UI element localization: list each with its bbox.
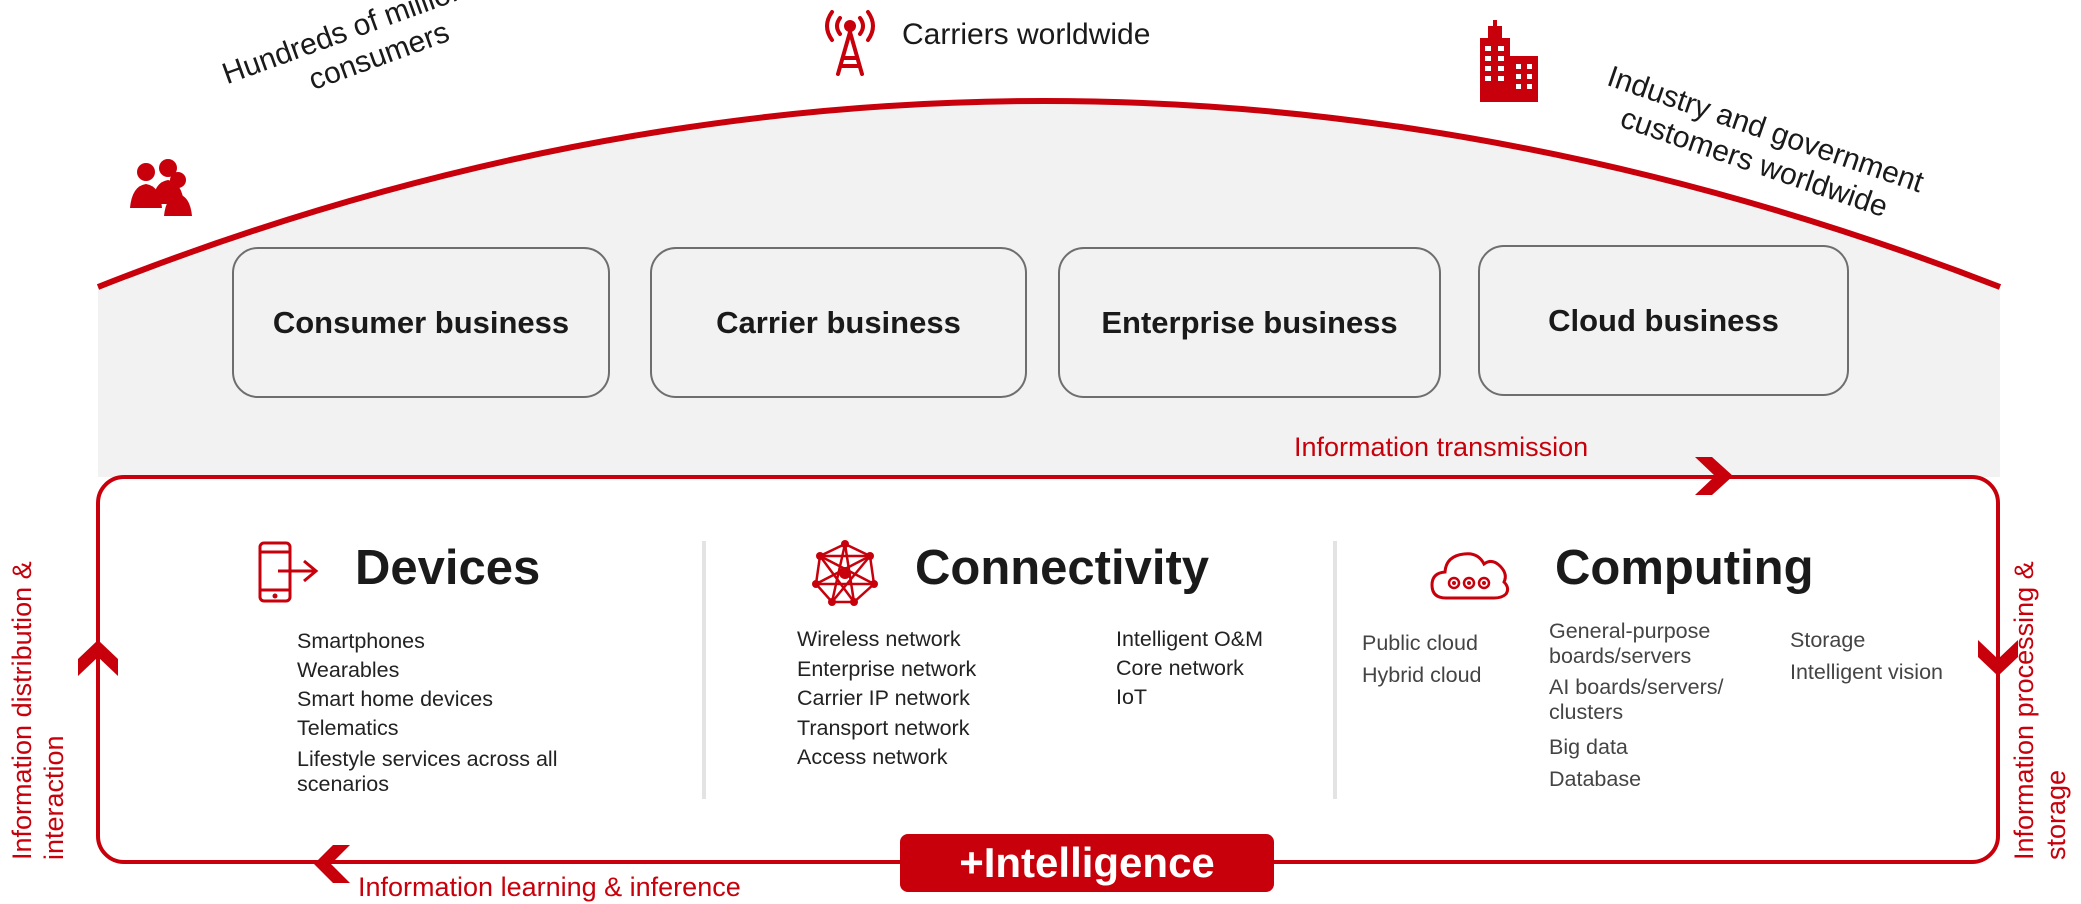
list-item: Smart home devices <box>297 687 493 711</box>
list-item: AI boards/servers/ clusters <box>1549 675 1724 724</box>
list-item: IoT <box>1116 685 1148 709</box>
cloud-icon <box>1430 552 1510 600</box>
left-arrow-chevron <box>78 640 118 676</box>
consumer-business-box: Consumer business <box>232 247 610 398</box>
computing-title: Computing <box>1555 541 1814 595</box>
list-item: Public cloud <box>1362 631 1478 655</box>
cloud-business-box: Cloud business <box>1478 245 1849 396</box>
list-item: Hybrid cloud <box>1362 663 1482 687</box>
top-arrow-chevron <box>1695 457 1733 495</box>
dome-arc <box>96 98 2002 290</box>
computing-list-col2: General-purpose boards/servers AI boards… <box>1549 619 1723 795</box>
list-item: Carrier IP network <box>797 686 970 710</box>
information-distribution-label: Information distribution & interaction <box>7 561 69 860</box>
phone-arrow-icon <box>258 541 319 603</box>
list-item: Telematics <box>297 716 399 740</box>
list-item: Storage <box>1790 628 1866 652</box>
network-mesh-icon <box>812 540 878 606</box>
list-item: Lifestyle services across all scenarios <box>297 747 558 796</box>
devices-title: Devices <box>355 541 541 595</box>
list-item: Enterprise network <box>797 656 977 681</box>
list-item: Intelligent vision <box>1790 660 1943 684</box>
carrier-business-box: Carrier business <box>650 247 1027 398</box>
list-item: Transport network <box>797 715 970 740</box>
list-item: Big data <box>1549 735 1628 759</box>
information-transmission-label: Information transmission <box>1294 432 1589 462</box>
information-processing-label: Information processing & storage <box>2009 561 2071 860</box>
buildings-icon <box>1480 20 1538 102</box>
intelligence-banner: +Intelligence <box>900 834 1274 892</box>
list-item: Wearables <box>297 658 400 682</box>
connectivity-list-col2: Intelligent O&M Core network IoT <box>1116 625 1263 712</box>
section-divider <box>702 541 706 799</box>
list-item: Smartphones <box>297 629 425 653</box>
bottom-arrow-chevron <box>314 845 350 883</box>
computing-list-col3: Storage Intelligent vision <box>1790 624 1943 688</box>
connectivity-title: Connectivity <box>915 541 1210 595</box>
section-divider <box>1333 541 1337 799</box>
list-item: Access network <box>797 745 948 769</box>
list-item: Database <box>1549 767 1642 791</box>
list-item: Intelligent O&M <box>1116 627 1263 651</box>
list-item: General-purpose boards/servers <box>1549 619 1711 668</box>
connectivity-list-col1: Wireless network Enterprise network Carr… <box>797 625 976 773</box>
enterprise-business-box: Enterprise business <box>1058 247 1441 398</box>
list-item: Wireless network <box>797 627 961 651</box>
people-icon <box>130 159 192 216</box>
computing-list-col1: Public cloud Hybrid cloud <box>1362 627 1482 691</box>
information-learning-label: Information learning & inference <box>358 872 741 902</box>
right-arrow-chevron <box>1978 640 2018 676</box>
carriers-label: Carriers worldwide <box>902 18 1151 51</box>
devices-list: Smartphones Wearables Smart home devices… <box>297 627 557 803</box>
antenna-tower-icon <box>825 10 875 76</box>
list-item: Core network <box>1116 656 1244 680</box>
